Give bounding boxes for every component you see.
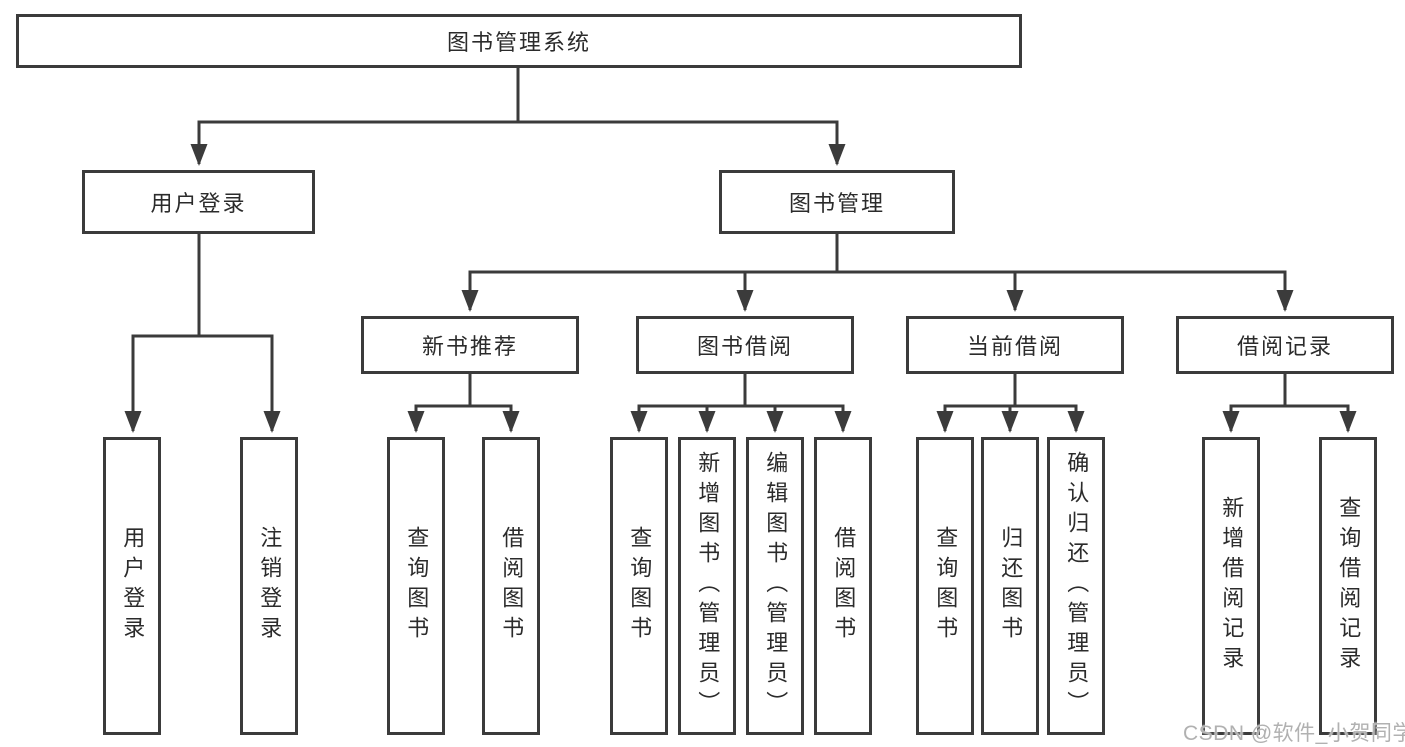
node-query-borrow-record: 查询借阅记录 xyxy=(1319,437,1377,735)
leaf-label: 借阅图书 xyxy=(499,526,525,646)
node-logout-action: 注销登录 xyxy=(240,437,298,735)
leaf-label: 查询图书 xyxy=(627,526,653,646)
leaf-label: 查询借阅记录 xyxy=(1336,496,1362,676)
node-book-management: 图书管理 xyxy=(719,170,955,234)
leaf-label: 用户登录 xyxy=(120,526,146,646)
leaf-label: 确认归还（管理员） xyxy=(1064,451,1090,721)
node-root-label: 图书管理系统 xyxy=(446,30,591,55)
node-query-books-recommend: 查询图书 xyxy=(387,437,445,735)
node-book-borrow-label: 图书借阅 xyxy=(696,334,793,359)
leaf-label: 查询图书 xyxy=(404,526,430,646)
leaf-label: 新增图书（管理员） xyxy=(695,451,721,721)
node-current-borrow: 当前借阅 xyxy=(906,316,1124,374)
node-book-borrow: 图书借阅 xyxy=(636,316,854,374)
node-new-book-recommend-label: 新书推荐 xyxy=(421,334,518,359)
node-query-books-borrow: 查询图书 xyxy=(610,437,668,735)
leaf-label: 编辑图书（管理员） xyxy=(763,451,789,721)
node-user-login: 用户登录 xyxy=(82,170,315,234)
node-root: 图书管理系统 xyxy=(16,14,1022,68)
leaf-label: 查询图书 xyxy=(933,526,959,646)
node-add-borrow-record: 新增借阅记录 xyxy=(1202,437,1260,735)
node-borrow-books-recommend: 借阅图书 xyxy=(482,437,540,735)
leaf-label: 新增借阅记录 xyxy=(1219,496,1245,676)
node-user-login-action: 用户登录 xyxy=(103,437,161,735)
leaf-label: 归还图书 xyxy=(998,526,1024,646)
node-edit-book-admin: 编辑图书（管理员） xyxy=(746,437,804,735)
node-return-book: 归还图书 xyxy=(981,437,1039,735)
node-borrow-records: 借阅记录 xyxy=(1176,316,1394,374)
leaf-label: 借阅图书 xyxy=(831,526,857,646)
node-borrow-books-action: 借阅图书 xyxy=(814,437,872,735)
csdn-watermark: CSDN @软件_小贺同学 xyxy=(1183,722,1405,745)
leaf-label: 注销登录 xyxy=(257,526,283,646)
node-add-book-admin: 新增图书（管理员） xyxy=(678,437,736,735)
node-confirm-return-admin: 确认归还（管理员） xyxy=(1047,437,1105,735)
node-book-management-label: 图书管理 xyxy=(788,191,885,216)
node-new-book-recommend: 新书推荐 xyxy=(361,316,579,374)
node-user-login-label: 用户登录 xyxy=(150,191,247,216)
node-current-borrow-label: 当前借阅 xyxy=(966,334,1063,359)
node-query-books-current: 查询图书 xyxy=(916,437,974,735)
node-borrow-records-label: 借阅记录 xyxy=(1236,334,1333,359)
